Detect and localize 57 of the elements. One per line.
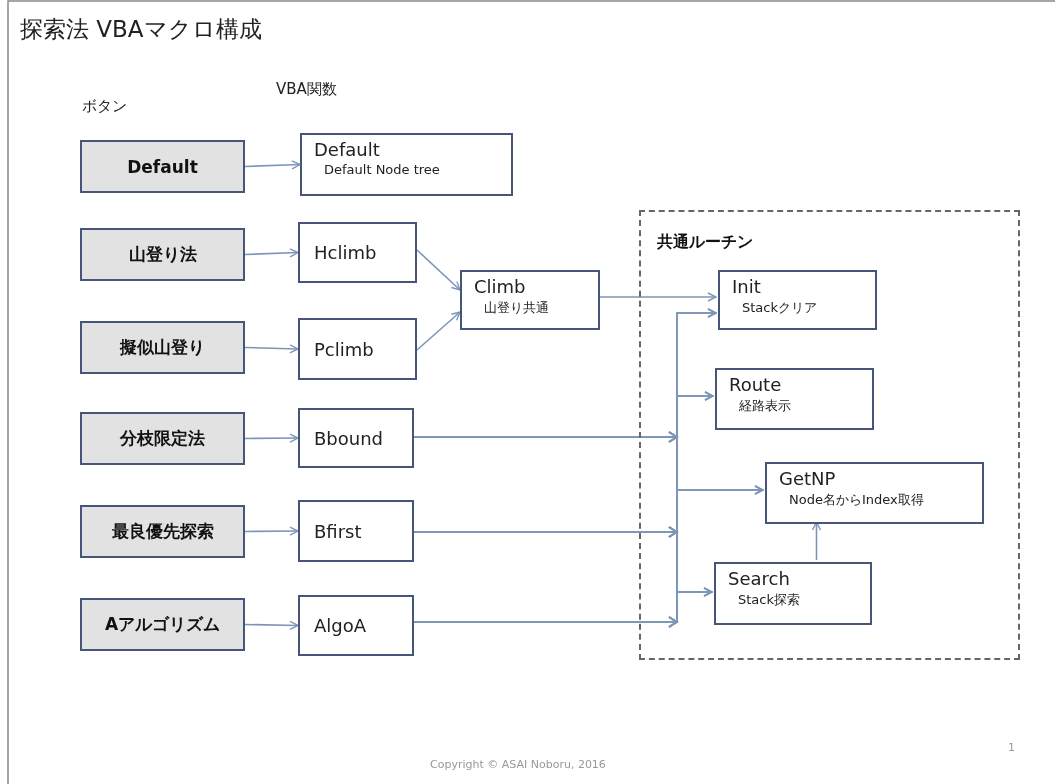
function-box	[298, 408, 414, 468]
arrow	[416, 311, 461, 351]
button-box	[80, 505, 245, 558]
function-name: 分枝限定法	[120, 427, 205, 450]
group-frame	[639, 210, 1020, 660]
function-name: Bbound	[314, 427, 384, 449]
function-description: Node名からIndex取得	[789, 491, 925, 509]
function-name: Default	[127, 156, 198, 177]
arrow	[244, 344, 299, 354]
function-name: 最良優先探索	[111, 520, 214, 543]
function-box	[715, 368, 874, 430]
function-description: Stack探索	[738, 591, 801, 609]
function-name: Init	[732, 276, 761, 297]
arrow	[244, 433, 299, 443]
function-box	[298, 318, 417, 380]
button-box	[80, 598, 245, 651]
function-name: Climb	[474, 276, 526, 297]
function-description: Stackクリア	[742, 299, 818, 317]
function-name: 擬似山登り	[120, 336, 205, 359]
function-name: Bfirst	[314, 520, 362, 542]
button-box	[80, 321, 245, 374]
title: 探索法 VBAマクロ構成	[20, 15, 262, 44]
arrow	[413, 587, 713, 628]
button-box	[80, 228, 245, 281]
function-box	[298, 222, 417, 283]
button-box	[80, 140, 245, 193]
function-name: Search	[728, 568, 790, 589]
function-box	[298, 500, 414, 562]
function-name: Hclimb	[314, 242, 377, 263]
function-name: 山登り法	[128, 243, 197, 266]
function-name: Pclimb	[314, 338, 374, 360]
function-box	[718, 270, 877, 330]
function-box	[714, 562, 872, 625]
function-description: 経路表示	[739, 397, 792, 415]
arrow	[244, 160, 301, 170]
function-box	[765, 462, 984, 524]
function-description: 山登り共通	[484, 299, 550, 317]
function-name: AlgoA	[314, 615, 367, 636]
arrow	[416, 249, 461, 291]
function-name: Aアルゴリズム	[104, 613, 221, 636]
function-name: Default	[314, 139, 380, 160]
function-box	[300, 133, 513, 196]
arrow	[599, 292, 717, 302]
button-box	[80, 412, 245, 465]
arrow	[244, 620, 299, 631]
function-box	[460, 270, 600, 330]
copyright-notice: Copyright © ASAI Noboru, 2016	[430, 758, 606, 771]
function-description: Default Node tree	[324, 162, 441, 177]
arrow	[244, 526, 299, 536]
group-heading: 共通ルーチン	[657, 232, 753, 253]
function-name: GetNP	[779, 468, 836, 489]
page-number: 1	[1008, 741, 1015, 754]
function-name: Route	[729, 374, 782, 395]
column-heading: ボタン	[82, 97, 127, 116]
function-box	[298, 595, 414, 656]
column-heading: VBA関数	[276, 80, 337, 99]
arrow	[244, 248, 299, 258]
